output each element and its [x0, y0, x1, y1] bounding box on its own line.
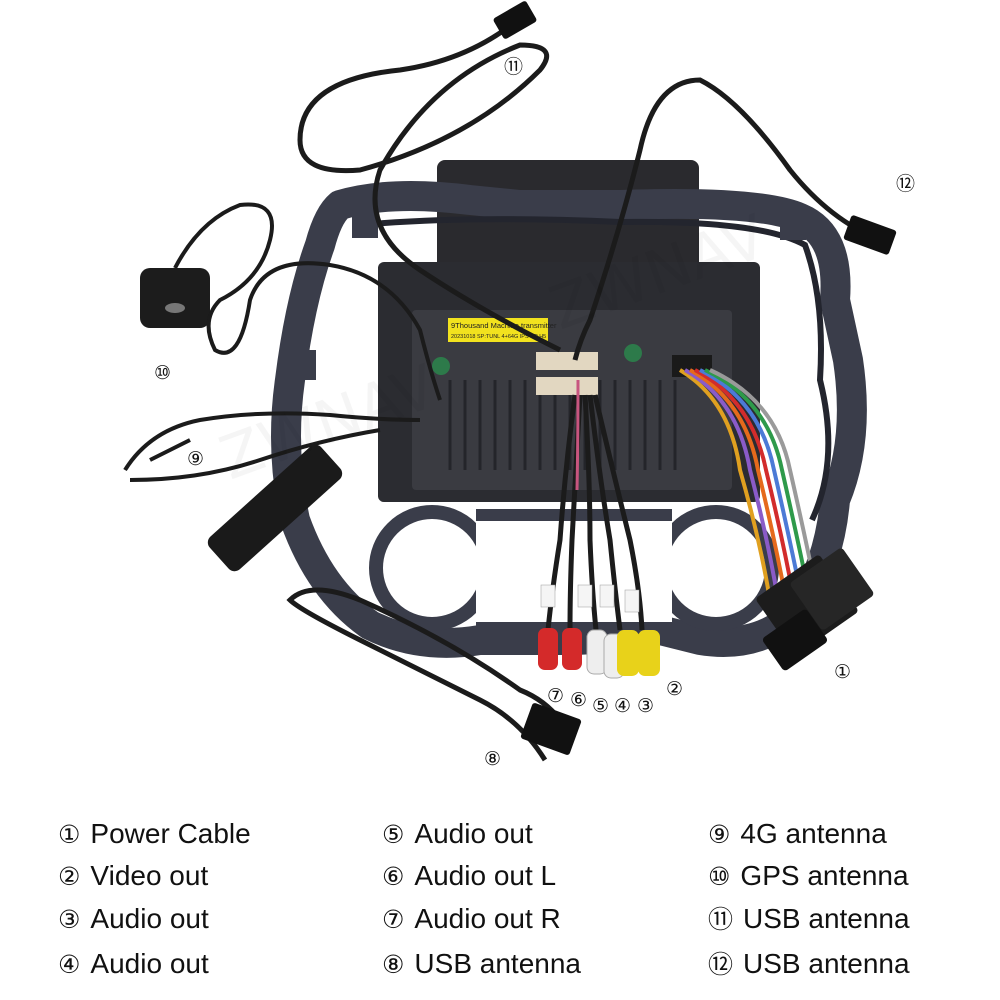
callout-1: ① [834, 661, 852, 683]
legend-label: Audio out [414, 818, 533, 849]
callout-2: ② [666, 678, 684, 700]
legend-label: Video out [90, 860, 209, 891]
legend-item-10: ⑩ GPS antenna [708, 862, 909, 890]
cable-gps-10 [173, 202, 442, 401]
callout-3: ③ [637, 695, 655, 717]
callout-9: ⑨ [187, 448, 205, 470]
legend-item-7: ⑦ Audio out R [382, 905, 561, 933]
legend-number: ③ [58, 904, 81, 934]
legend-number: ⑤ [382, 819, 405, 849]
legend-label: 4G antenna [740, 818, 887, 849]
power-connector [790, 548, 874, 630]
rca-labels [540, 584, 640, 613]
rca-plug-yellow-3 [617, 630, 639, 676]
connector-block [536, 377, 598, 395]
legend-number: ⑫ [708, 949, 734, 979]
callout-11: ⑪ [504, 56, 524, 78]
rca-pink-wire [575, 379, 580, 491]
usb-plug-12 [843, 215, 897, 255]
gps-antenna-logo [165, 303, 185, 313]
legend-item-11: ⑪ USB antenna [708, 905, 910, 933]
frame-tab [300, 350, 316, 380]
legend-label: USB antenna [743, 903, 910, 934]
legend-label: Audio out L [414, 860, 557, 891]
rca-plug-red-7 [538, 628, 558, 670]
legend-item-1: ① Power Cable [58, 820, 251, 848]
callout-6: ⑥ [570, 689, 588, 711]
legend-label: Power Cable [90, 818, 251, 849]
power-connector [762, 609, 828, 671]
legend-item-5: ⑤ Audio out [382, 820, 533, 848]
cable-usb-8 [286, 587, 562, 762]
cable-usb-11 [297, 16, 562, 353]
callout-8: ⑧ [484, 748, 502, 770]
legend-number: ⑧ [382, 949, 405, 979]
cable-usb-12 [572, 77, 881, 361]
legend-number: ② [58, 861, 81, 891]
info-sticker-line1: 9Thousand Machine transmitter [451, 321, 557, 330]
legend-item-3: ③ Audio out [58, 905, 209, 933]
legend-item-6: ⑥ Audio out L [382, 862, 556, 890]
callout-5: ⑤ [592, 695, 610, 717]
legend-label: Audio out [90, 948, 209, 979]
legend-item-8: ⑧ USB antenna [382, 950, 581, 978]
frame-tab [352, 210, 378, 238]
vent-opening-left [369, 505, 495, 631]
legend-number: ⑥ [382, 861, 405, 891]
gps-antenna-puck [140, 268, 210, 328]
connector-block [536, 352, 598, 370]
callout-10: ⑩ [154, 362, 172, 384]
legend-label: USB antenna [743, 948, 910, 979]
legend-label: Audio out R [414, 903, 561, 934]
info-sticker-line2: 20231018 SP:TUNL 4+64G IPS DP H5 [451, 334, 546, 340]
cable-4g-9 [123, 411, 421, 482]
legend-number: ⑨ [708, 819, 731, 849]
legend-item-9: ⑨ 4G antenna [708, 820, 887, 848]
usb-plug-11 [493, 1, 537, 39]
frame-tab [780, 212, 806, 240]
legend-label: USB antenna [414, 948, 581, 979]
usb-plug-8 [520, 703, 582, 755]
antenna-port [624, 344, 642, 362]
legend-number: ⑪ [708, 904, 734, 934]
callout-7: ⑦ [547, 685, 565, 707]
product-photo: 9Thousand Machine transmitter 20231018 S… [123, 1, 897, 762]
legend-label: GPS antenna [740, 860, 909, 891]
rca-plug-yellow-2 [638, 630, 660, 676]
legend-item-12: ⑫ USB antenna [708, 950, 910, 978]
legend-item-2: ② Video out [58, 862, 208, 890]
frame-tab [836, 350, 852, 380]
legend-number: ⑩ [708, 861, 731, 891]
callout-12: ⑫ [896, 173, 916, 195]
legend-label: Audio out [90, 903, 209, 934]
legend-number: ① [58, 819, 81, 849]
power-harness-wires [678, 368, 820, 601]
antenna-port [432, 357, 450, 375]
rca-plug-red-6 [562, 628, 582, 670]
legend-item-4: ④ Audio out [58, 950, 209, 978]
callout-4: ④ [614, 695, 632, 717]
legend: ① Power Cable ② Video out ③ Audio out ④ … [0, 800, 1000, 1000]
legend-number: ④ [58, 949, 81, 979]
4g-antenna-bar [207, 444, 343, 572]
legend-number: ⑦ [382, 904, 405, 934]
